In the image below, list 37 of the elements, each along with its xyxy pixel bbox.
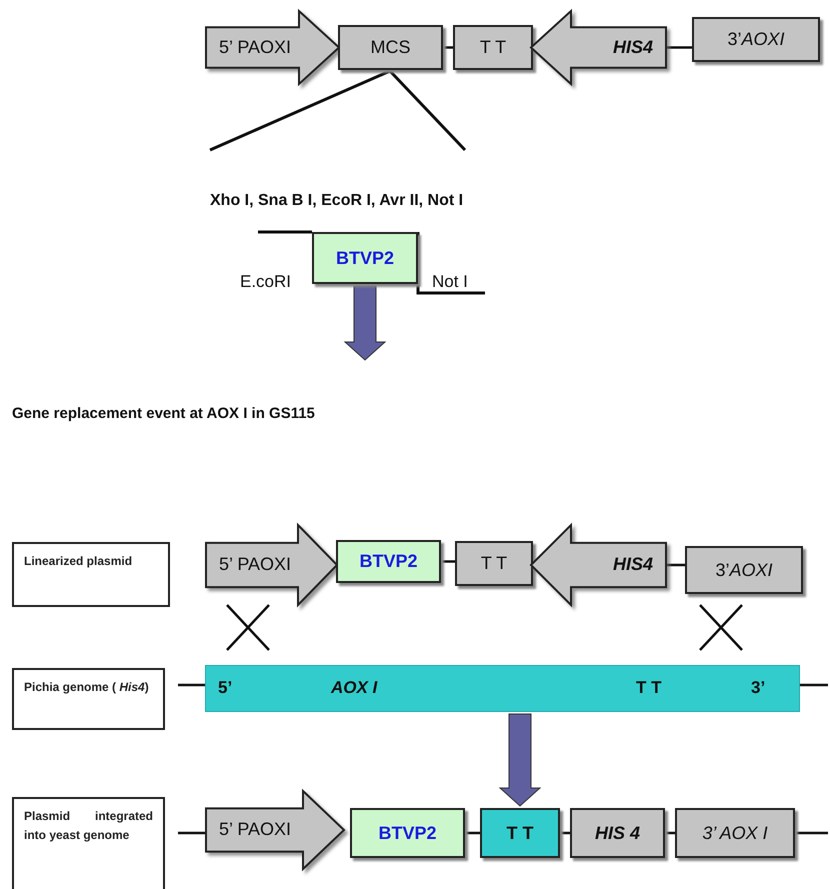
site-label: Not I (432, 272, 468, 292)
promoter-label: 5’ PAOXI (219, 554, 292, 575)
insert-gene-box: BTVP2 (350, 808, 465, 858)
gene-segment-box: 3’AOXI (692, 17, 820, 62)
genome-bar (205, 665, 800, 712)
section-heading: Gene replacement event at AOX I in GS115 (12, 405, 315, 422)
insert-gene-box: BTVP2 (312, 232, 418, 284)
connector-line (443, 46, 453, 49)
site-label: E.coRI (240, 272, 292, 292)
promoter-label: 5’ PAOXI (219, 36, 292, 58)
genome-label: 5’ (218, 678, 232, 698)
genome-label: AOX I (331, 678, 378, 698)
block-arrow (498, 714, 542, 807)
row-caption-box: Plasmid integrated into yeast genome (12, 797, 165, 889)
block-arrow (344, 286, 386, 361)
connector-line (667, 564, 685, 566)
gene-segment-box: 3’AOXI (685, 546, 803, 594)
terminator-box: T T (455, 541, 533, 586)
insert-gene-box: BTVP2 (336, 540, 441, 583)
row-caption-box: Linearized plasmid (12, 542, 170, 607)
terminator-box: T T (453, 25, 533, 70)
gene-label: HIS4 (612, 36, 653, 58)
cloning-site-box: MCS (338, 25, 443, 70)
connector-line (441, 560, 455, 563)
connector-line (665, 832, 675, 834)
connector-line (560, 832, 570, 834)
genome-label: 3’ (751, 678, 766, 698)
promoter-label: 5’ PAOXI (219, 819, 292, 840)
connector-line (667, 46, 692, 49)
terminator-box: T T (480, 808, 560, 858)
gene-label: HIS4 (612, 554, 653, 575)
marker-gene-box: HIS 4 (570, 808, 665, 858)
gene-segment-box: 3’ AOX I (675, 808, 795, 858)
genome-label: T T (636, 678, 662, 698)
site-list-label: Xho I, Sna B I, EcoR I, Avr II, Not I (210, 192, 464, 210)
connector-line (465, 832, 480, 834)
row-caption-box: Pichia genome ( His4) (12, 668, 165, 730)
